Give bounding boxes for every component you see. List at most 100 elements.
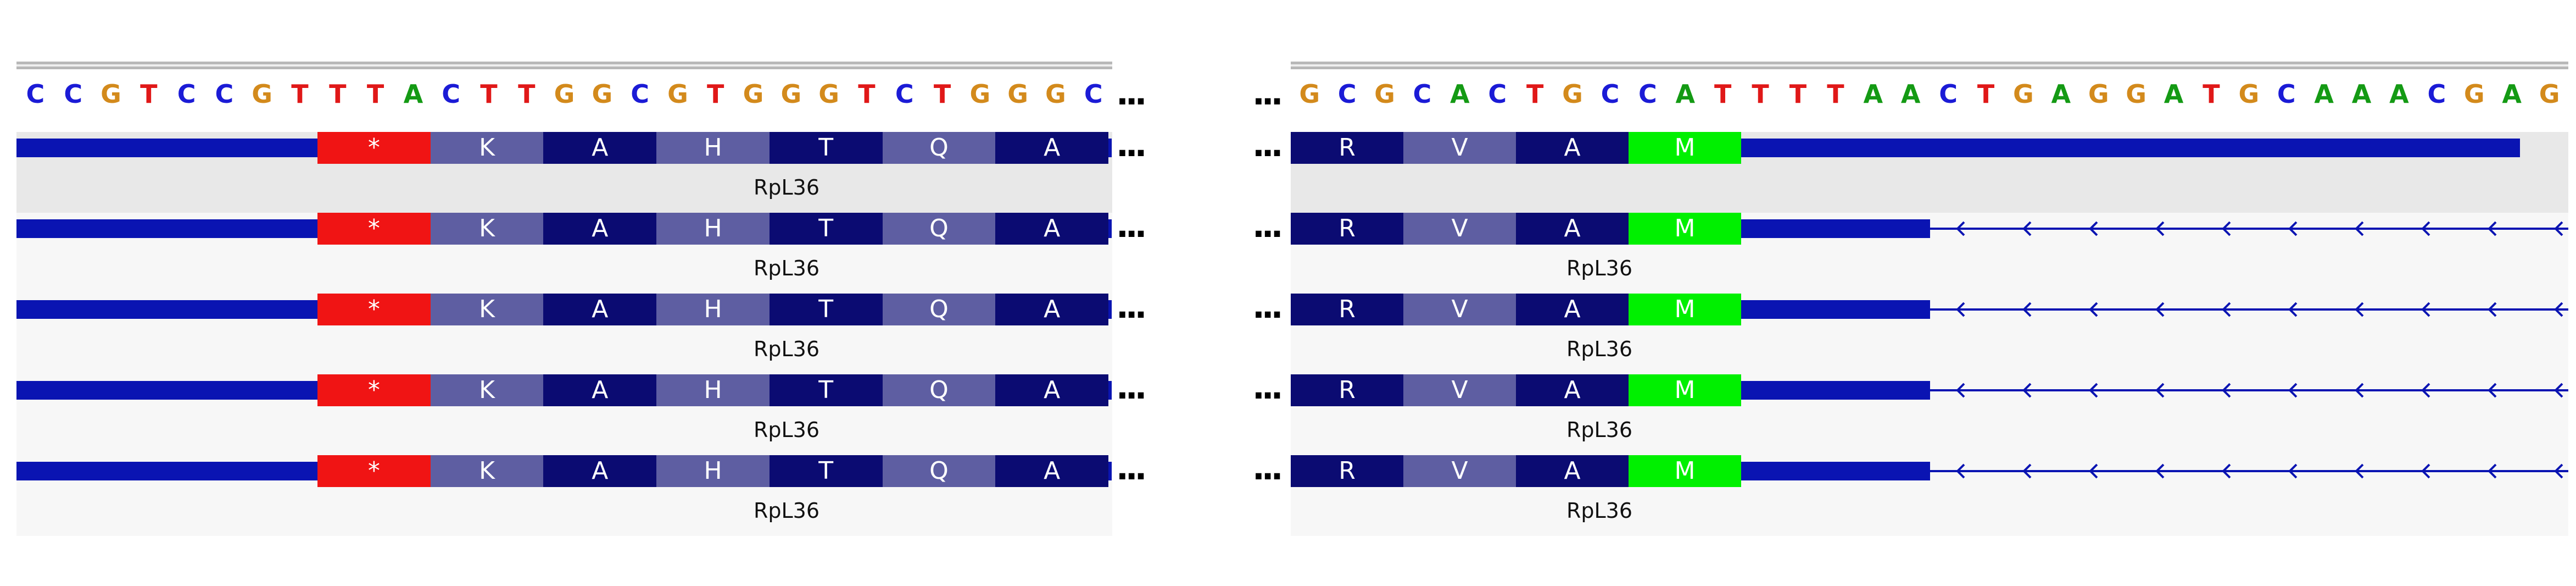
codon-cell: * xyxy=(317,374,431,406)
strand-arrow-icon xyxy=(2554,383,2563,398)
strand-arrow-icon xyxy=(2554,302,2563,317)
base-letter: C xyxy=(1337,79,1357,109)
base-letter: G xyxy=(101,79,121,109)
base-letter: T xyxy=(1827,79,1844,109)
base-letter: T xyxy=(858,79,876,109)
codon-cell: K xyxy=(430,294,544,325)
feature-end xyxy=(1108,381,1112,400)
base-letter: G xyxy=(780,79,802,109)
feature-end xyxy=(1108,219,1112,238)
strand-arrow-icon xyxy=(2355,302,2364,317)
codon-cell: M xyxy=(1629,455,1741,487)
base-letter: G xyxy=(554,79,575,109)
codon-cell: R xyxy=(1291,294,1403,325)
base-letter: G xyxy=(1045,79,1066,109)
strand-arrow-icon xyxy=(2288,302,2298,317)
codon-cell: A xyxy=(543,374,657,406)
codon-cell: T xyxy=(769,455,883,487)
base-letter: T xyxy=(707,79,724,109)
codon-cell: R xyxy=(1291,374,1403,406)
strand-arrow-icon xyxy=(2089,221,2098,236)
base-letter: T xyxy=(366,79,384,109)
base-letter: T xyxy=(518,79,536,109)
ellipsis-right: ... xyxy=(1116,126,1147,164)
codon-cell: V xyxy=(1403,455,1516,487)
feature-line xyxy=(16,462,324,480)
gene-label: RpL36 xyxy=(753,499,820,523)
feature-line xyxy=(16,300,324,319)
strand-arrow-icon xyxy=(2089,302,2098,317)
base-letter: G xyxy=(667,79,688,109)
ellipsis-left: ... xyxy=(1252,449,1283,488)
strand-arrow-icon xyxy=(2155,383,2165,398)
strand-arrow-icon xyxy=(1956,302,1965,317)
codon-cell: Q xyxy=(882,132,996,164)
base-letter: T xyxy=(480,79,498,109)
ellipsis-left: ... xyxy=(1252,126,1283,164)
codon-cell: Q xyxy=(882,294,996,325)
strand-arrow-icon xyxy=(1956,383,1965,398)
strand-arrow-icon xyxy=(2155,221,2165,236)
codon-cell: Q xyxy=(882,374,996,406)
codon-cell: T xyxy=(769,374,883,406)
feature-line xyxy=(16,219,324,238)
strand-arrow-icon xyxy=(2421,463,2430,479)
feature-end xyxy=(1108,139,1112,157)
gene-label: RpL36 xyxy=(753,256,820,280)
codon-cell: A xyxy=(543,294,657,325)
strand-arrow-icon xyxy=(2288,463,2298,479)
codon-cell: K xyxy=(430,374,544,406)
codon-cell: A xyxy=(995,374,1109,406)
base-letter: T xyxy=(329,79,347,109)
feature-line xyxy=(1741,300,1930,319)
codon-cell: H xyxy=(656,213,770,245)
strand-arrow-icon xyxy=(2288,383,2298,398)
ellipsis-right: ... xyxy=(1116,207,1147,245)
codon-cell: Q xyxy=(882,213,996,245)
base-letter: C xyxy=(64,79,83,109)
ellipsis-left: ... xyxy=(1252,207,1283,245)
base-letter: T xyxy=(140,79,158,109)
base-letter: C xyxy=(631,79,650,109)
base-letter: T xyxy=(291,79,309,109)
feature-line xyxy=(16,381,324,400)
codon-cell: A xyxy=(1516,455,1629,487)
ellipsis-right: ... xyxy=(1116,449,1147,488)
base-letter: G xyxy=(2539,79,2560,109)
base-letter: C xyxy=(1601,79,1620,109)
codon-cell: * xyxy=(317,213,431,245)
base-letter: A xyxy=(2051,79,2071,109)
codon-cell: A xyxy=(543,455,657,487)
codon-cell: V xyxy=(1403,132,1516,164)
base-letter: G xyxy=(1299,79,1320,109)
gene-label: RpL36 xyxy=(753,175,820,200)
strand-arrow-icon xyxy=(2554,221,2563,236)
strand-arrow-icon xyxy=(2421,383,2430,398)
gene-label: RpL36 xyxy=(1566,337,1633,361)
strand-arrow-icon xyxy=(2355,221,2364,236)
strand-arrow-icon xyxy=(2421,302,2430,317)
codon-cell: * xyxy=(317,455,431,487)
codon-cell: T xyxy=(769,132,883,164)
intron-arrows xyxy=(1930,302,2568,317)
base-letter: T xyxy=(933,79,951,109)
base-letter: G xyxy=(2088,79,2109,109)
codon-cell: V xyxy=(1403,374,1516,406)
base-letter: G xyxy=(2013,79,2034,109)
strand-arrow-icon xyxy=(2222,463,2231,479)
